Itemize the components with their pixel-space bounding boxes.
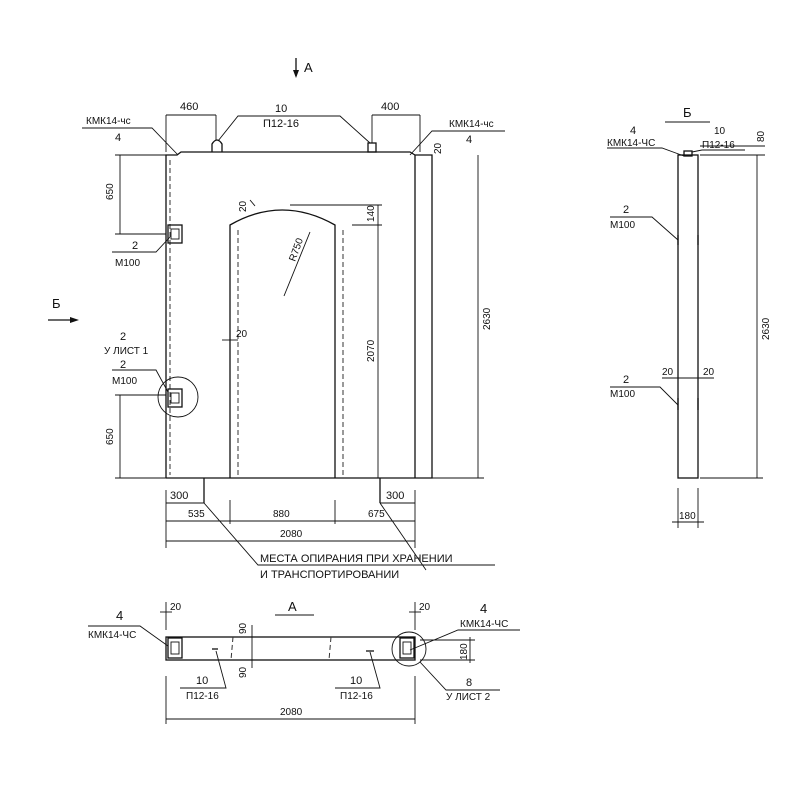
dim-650-bottom: 650: [105, 428, 116, 445]
plan-corner-right-count: 4: [480, 601, 487, 616]
plan-node-ref: У ЛИСТ 2: [446, 692, 491, 703]
arch-rise: 140: [366, 205, 377, 222]
plan-corner-right-mark: КМК14-ЧС: [460, 619, 508, 630]
insert-upper-count: 2: [132, 240, 138, 252]
support-note-line2: И ТРАНСПОРТИРОВАНИИ: [260, 569, 399, 581]
view-b-label: Б: [52, 296, 61, 311]
side-gap: 20: [236, 329, 248, 340]
total-height: 2630: [482, 307, 493, 330]
arch-radius: R750: [287, 236, 306, 263]
insert-lower-count: 2: [120, 359, 126, 371]
node-count: 2: [120, 331, 126, 343]
panel-elevation: [157, 139, 433, 479]
side-gap-left: 20: [662, 367, 674, 378]
side-dim-80: 80: [756, 130, 767, 142]
node-ref: У ЛИСТ 1: [104, 346, 149, 357]
side-corner-count: 4: [630, 125, 636, 137]
view-a-arrow: [293, 58, 299, 78]
corner-left-mark: КМК14-чс: [86, 116, 131, 127]
total-width: 2080: [280, 529, 303, 540]
dim-650-top: 650: [105, 183, 116, 200]
dim-400: 400: [381, 101, 399, 113]
side-total-height: 2630: [761, 317, 772, 340]
side-loop-count: 10: [714, 126, 726, 137]
elevation-left-dimensions: [112, 154, 171, 479]
arch-dimensions: [222, 155, 484, 479]
corner-left-count: 4: [115, 132, 121, 144]
plan-loop-right-mark: П12-16: [340, 691, 373, 702]
plan-corner-left-mark: КМК14-ЧС: [88, 630, 136, 641]
loop-mark: П12-16: [263, 118, 299, 130]
side-insert-upper-count: 2: [623, 204, 629, 216]
side-insert-lower-count: 2: [623, 374, 629, 386]
side-view: [607, 121, 765, 528]
side-thickness: 180: [679, 511, 696, 522]
elevation-top-dimensions: [82, 114, 505, 156]
plan-loop-left-count: 10: [196, 675, 208, 687]
loop-count: 10: [275, 103, 287, 115]
plan-dim-90-bottom: 90: [238, 666, 249, 678]
side-loop-mark: П12-16: [702, 140, 735, 151]
dim-880: 880: [273, 509, 290, 520]
plan-node-count: 8: [466, 677, 472, 689]
view-b-arrow: [48, 317, 79, 323]
plan-thickness: 180: [459, 643, 470, 660]
plan-loop-right-count: 10: [350, 675, 362, 687]
plan-gap-left: 20: [170, 602, 182, 613]
corner-right-count: 4: [466, 134, 472, 146]
side-corner-mark: КМК14-ЧС: [607, 138, 655, 149]
plan-dim-90-top: 90: [238, 622, 249, 634]
side-insert-lower-mark: М100: [610, 389, 635, 400]
plan-total-width: 2080: [280, 707, 303, 718]
plan-loop-left-mark: П12-16: [186, 691, 219, 702]
dim-675: 675: [368, 509, 385, 520]
plan-corner-left-count: 4: [116, 608, 123, 623]
arch-gap: 20: [238, 200, 249, 212]
side-title: Б: [683, 105, 692, 120]
support-left: 300: [170, 490, 188, 502]
dim-corner-gap: 20: [433, 142, 444, 154]
plan-title: А: [288, 599, 297, 614]
opening-height: 2070: [366, 339, 377, 362]
side-gap-right: 20: [703, 367, 715, 378]
insert-lower-mark: М100: [112, 376, 137, 387]
support-note-line1: МЕСТА ОПИРАНИЯ ПРИ ХРАНЕНИИ: [260, 553, 453, 565]
plan-gap-right: 20: [419, 602, 431, 613]
insert-upper-mark: М100: [115, 258, 140, 269]
dim-535: 535: [188, 509, 205, 520]
corner-right-mark: КМК14-чс: [449, 119, 494, 130]
view-a-label: А: [304, 60, 313, 75]
dim-460: 460: [180, 101, 198, 113]
elevation-bottom-dimensions: [165, 478, 495, 571]
side-insert-upper-mark: М100: [610, 220, 635, 231]
support-right: 300: [386, 490, 404, 502]
plan-view: [88, 602, 520, 724]
